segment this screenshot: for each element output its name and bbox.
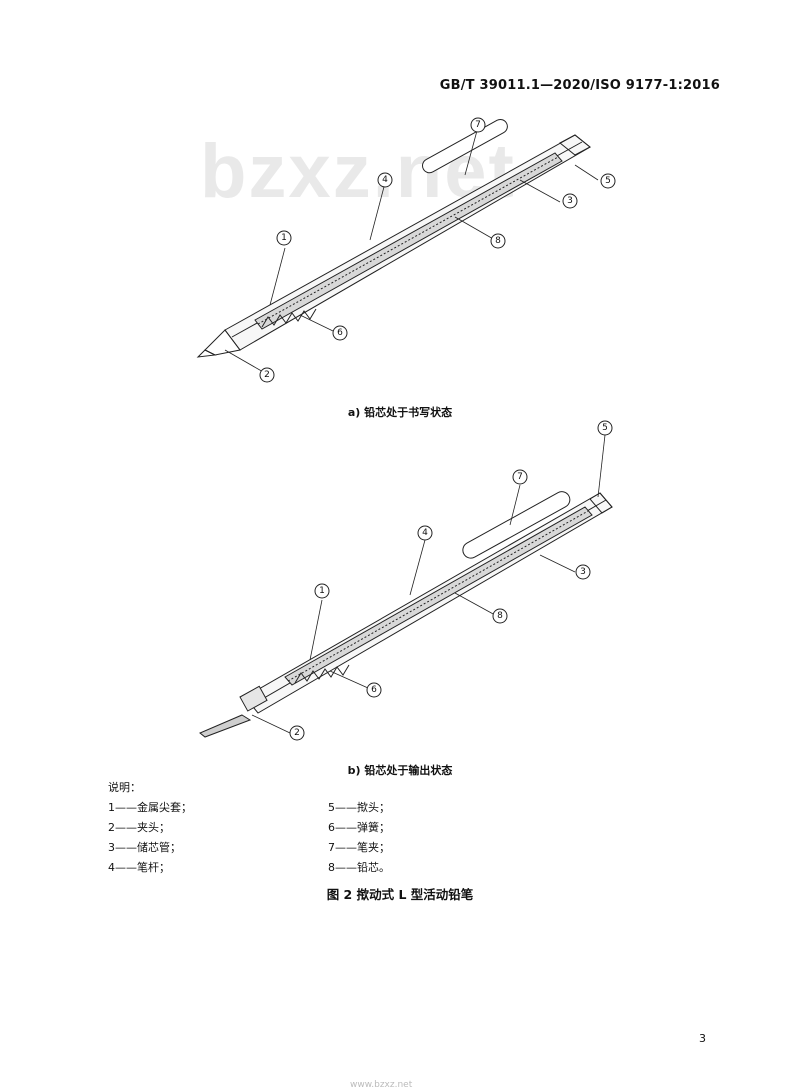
figure-legend: 说明： 1——金属尖套； 5——揿头； 2——夹头； 6——弹簧； 3——储芯管… bbox=[108, 778, 548, 878]
footer-watermark: www.bzxz.net bbox=[350, 1080, 413, 1090]
svg-text:2: 2 bbox=[294, 728, 300, 738]
figure-a-caption: a) 铅芯处于书写状态 bbox=[347, 406, 453, 419]
callout-a-2: 2 bbox=[259, 367, 275, 383]
callout-b-3: 3 bbox=[575, 564, 591, 580]
callout-a-8: 8 bbox=[490, 233, 506, 249]
pencil-body-a bbox=[196, 118, 591, 358]
callout-b-8: 8 bbox=[492, 608, 508, 624]
legend-item: 8——铅芯。 bbox=[328, 861, 390, 874]
callouts-b: 1 2 3 4 5 6 7 8 bbox=[251, 420, 613, 741]
callout-a-4: 4 bbox=[377, 172, 393, 188]
spring-b bbox=[294, 664, 350, 684]
svg-text:8: 8 bbox=[495, 236, 501, 246]
svg-text:2: 2 bbox=[264, 370, 270, 380]
figure-b-caption: b) 铅芯处于输出状态 bbox=[347, 764, 453, 777]
figure-b-pencil-drawing: 1 2 3 4 5 6 7 8 bbox=[199, 420, 613, 741]
legend-row: 1——金属尖套； 5——揿头； bbox=[108, 798, 548, 818]
legend-item: 6——弹簧； bbox=[328, 821, 390, 834]
legend-item: 1——金属尖套； bbox=[108, 801, 192, 814]
callout-b-4: 4 bbox=[417, 525, 433, 541]
figure-a-pencil-drawing: 1 2 3 4 5 6 7 8 bbox=[196, 117, 616, 383]
callout-b-7: 7 bbox=[512, 469, 528, 485]
callouts-a: 1 2 3 4 5 6 7 8 bbox=[224, 117, 616, 383]
legend-item: 2——夹头； bbox=[108, 821, 170, 834]
page-number: 3 bbox=[699, 1032, 706, 1045]
legend-item: 7——笔夹； bbox=[328, 841, 390, 854]
legend-row: 3——储芯管； 7——笔夹； bbox=[108, 838, 548, 858]
svg-text:4: 4 bbox=[422, 528, 428, 538]
svg-text:6: 6 bbox=[337, 328, 343, 338]
callout-b-5: 5 bbox=[597, 420, 613, 436]
svg-text:3: 3 bbox=[580, 567, 586, 577]
callout-a-7: 7 bbox=[470, 117, 486, 133]
legend-item: 5——揿头； bbox=[328, 801, 390, 814]
legend-item: 4——笔杆； bbox=[108, 861, 170, 874]
callout-a-6: 6 bbox=[332, 325, 348, 341]
callout-a-3: 3 bbox=[562, 193, 578, 209]
standard-code-header: GB/T 39011.1—2020/ISO 9177-1:2016 bbox=[439, 78, 720, 93]
figure-title: 图 2 揿动式 L 型活动铅笔 bbox=[326, 887, 474, 902]
svg-text:1: 1 bbox=[319, 586, 325, 596]
spring-a bbox=[261, 308, 317, 328]
svg-text:7: 7 bbox=[517, 472, 523, 482]
callout-b-2: 2 bbox=[289, 725, 305, 741]
callout-a-1: 1 bbox=[276, 230, 292, 246]
svg-text:6: 6 bbox=[371, 685, 377, 695]
svg-text:1: 1 bbox=[281, 233, 287, 243]
callout-b-1: 1 bbox=[314, 583, 330, 599]
svg-text:8: 8 bbox=[497, 611, 503, 621]
svg-text:5: 5 bbox=[605, 176, 611, 186]
legend-row: 2——夹头； 6——弹簧； bbox=[108, 818, 548, 838]
legend-row: 4——笔杆； 8——铅芯。 bbox=[108, 858, 548, 878]
svg-text:5: 5 bbox=[602, 423, 608, 433]
pencil-body-b bbox=[199, 491, 613, 738]
svg-text:4: 4 bbox=[382, 175, 388, 185]
legend-title: 说明： bbox=[108, 781, 141, 794]
callout-b-6: 6 bbox=[366, 682, 382, 698]
svg-text:7: 7 bbox=[475, 120, 481, 130]
legend-item: 3——储芯管； bbox=[108, 841, 181, 854]
callout-a-5: 5 bbox=[600, 173, 616, 189]
svg-text:3: 3 bbox=[567, 196, 573, 206]
